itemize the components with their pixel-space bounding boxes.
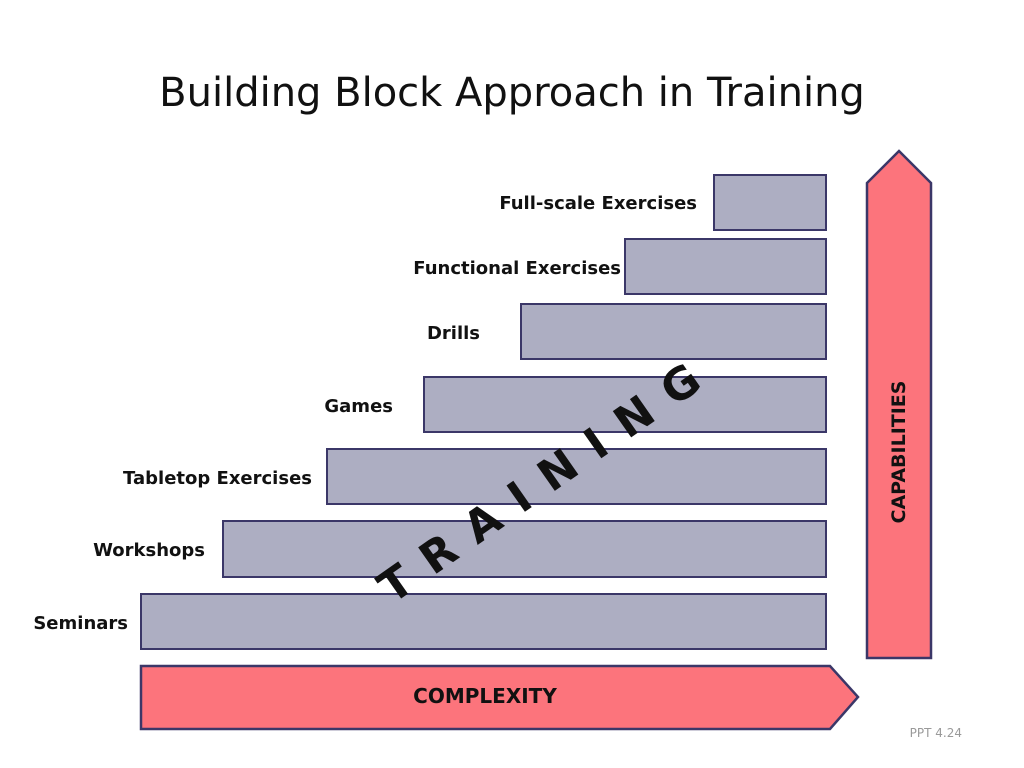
step-block-drills [520, 303, 827, 360]
step-label-games: Games [324, 396, 393, 417]
step-block-workshops [222, 520, 827, 578]
slide-number: PPT 4.24 [909, 726, 962, 740]
step-label-workshops: Workshops [93, 540, 205, 561]
step-label-full-scale-exercises: Full-scale Exercises [499, 193, 697, 214]
step-block-tabletop-exercises [326, 448, 827, 505]
capabilities-arrow [865, 149, 933, 660]
page-title: Building Block Approach in Training [159, 70, 865, 116]
complexity-label: COMPLEXITY [413, 684, 557, 708]
complexity-arrow [139, 664, 860, 731]
step-block-full-scale-exercises [713, 174, 827, 231]
step-block-functional-exercises [624, 238, 827, 295]
step-label-seminars: Seminars [33, 613, 128, 634]
step-label-drills: Drills [426, 323, 480, 344]
capabilities-label: CAPABILITIES [888, 380, 910, 524]
step-block-games [423, 376, 827, 433]
step-label-tabletop-exercises: Tabletop Exercises [123, 468, 312, 489]
step-block-seminars [140, 593, 827, 650]
step-label-functional-exercises: Functional Exercises [413, 258, 621, 279]
